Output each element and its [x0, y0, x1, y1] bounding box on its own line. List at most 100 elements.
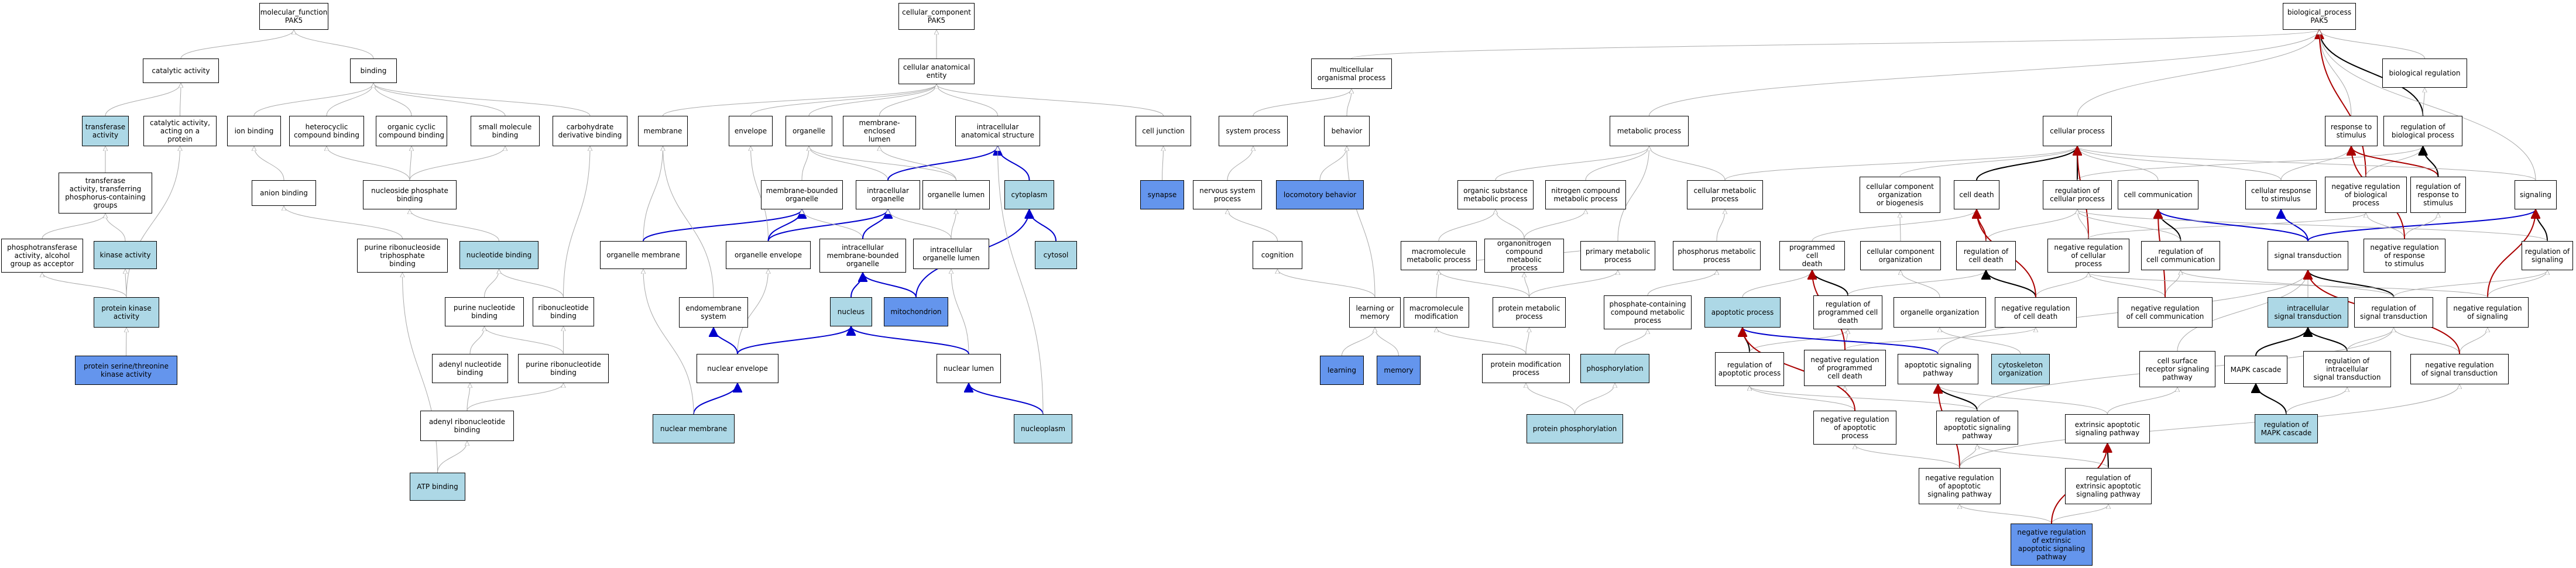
node-cellular-process[interactable]: cellular process	[2043, 116, 2112, 146]
node-cellular-response[interactable]: cellular response to stimulus	[2245, 180, 2317, 209]
node-apoptotic-signaling[interactable]: apoptotic signaling pathway	[1898, 354, 1978, 384]
node-intracellular-signal[interactable]: intracellular signal transduction	[2268, 297, 2348, 328]
node-neg-reg-bio-process[interactable]: negative regulation of biological proces…	[2325, 177, 2407, 213]
node-memory[interactable]: memory	[1377, 356, 1421, 385]
node-biological-process[interactable]: biological_process PAK5	[2283, 3, 2356, 30]
node-neg-reg-programmed-cell-death[interactable]: negative regulation of programmed cell d…	[1804, 350, 1886, 386]
node-biological-regulation[interactable]: biological regulation	[2382, 58, 2467, 88]
node-macromolecule-modification[interactable]: macromolecule modification	[1404, 297, 1469, 328]
node-adenyl-nucleotide[interactable]: adenyl nucleotide binding	[432, 354, 508, 383]
node-ribonucleotide[interactable]: ribonucleotide binding	[533, 297, 594, 326]
node-regulation-cellular-process[interactable]: regulation of cellular process	[2043, 180, 2112, 209]
node-reg-signal-transduction[interactable]: regulation of signal transduction	[2354, 297, 2433, 328]
node-neg-reg-response-stimulus[interactable]: negative regulation of response to stimu…	[2364, 239, 2445, 273]
node-phosphate-containing[interactable]: phosphate-containing compound metabolic …	[1604, 295, 1692, 329]
node-organelle-membrane[interactable]: organelle membrane	[600, 241, 687, 269]
node-neg-reg-extrinsic-apoptotic[interactable]: negative regulation of extrinsic apoptot…	[2011, 524, 2093, 566]
node-intracellular-anatomical[interactable]: intracellular anatomical structure	[955, 116, 1040, 146]
node-organic-cyclic[interactable]: organic cyclic compound binding	[376, 116, 447, 146]
node-response-stimulus[interactable]: response to stimulus	[2325, 116, 2378, 146]
node-phosphotransferase[interactable]: phosphotransferase activity, alcohol gro…	[1, 239, 83, 273]
node-reg-signaling[interactable]: regulation of signaling	[2522, 241, 2573, 270]
node-phosphorus-metabolic[interactable]: phosphorus metabolic process	[1673, 241, 1761, 270]
node-nucleoplasm[interactable]: nucleoplasm	[1014, 414, 1072, 443]
node-purine-nucleotide[interactable]: purine nucleotide binding	[445, 297, 524, 326]
node-nuclear-lumen[interactable]: nuclear lumen	[937, 354, 1001, 383]
node-neg-reg-signal-transduction[interactable]: negative regulation of signal transducti…	[2410, 354, 2509, 384]
node-regulation-bio-process[interactable]: regulation of biological process	[2383, 116, 2462, 146]
node-metabolic-process[interactable]: metabolic process	[1610, 116, 1689, 146]
node-nitrogen-compound[interactable]: nitrogen compound metabolic process	[1545, 180, 1626, 209]
node-organelle[interactable]: organelle	[786, 116, 832, 146]
node-molecular-function[interactable]: molecular_function PAK5	[259, 3, 328, 30]
node-ser-thr-kinase[interactable]: protein serine/threonine kinase activity	[75, 356, 177, 385]
node-catalytic-acting-protein[interactable]: catalytic activity, acting on a protein	[143, 116, 217, 146]
node-signal-transduction[interactable]: signal transduction	[2268, 241, 2348, 270]
node-organelle-lumen[interactable]: organelle lumen	[922, 180, 990, 209]
node-cellular-component[interactable]: cellular_component PAK5	[898, 3, 975, 30]
node-purine-ribonucleoside-tp[interactable]: purine ribonucleoside triphosphate bindi…	[357, 239, 448, 273]
node-neg-reg-apoptotic-signaling[interactable]: negative regulation of apoptotic signali…	[1919, 468, 2001, 504]
node-organelle-organization[interactable]: organelle organization	[1894, 297, 1986, 328]
node-nuclear-membrane[interactable]: nuclear membrane	[653, 414, 735, 443]
node-cognition[interactable]: cognition	[1253, 241, 1302, 269]
node-transferase-activity[interactable]: transferase activity	[82, 116, 129, 146]
node-neg-reg-apoptotic[interactable]: negative regulation of apoptotic process	[1813, 411, 1896, 445]
node-organonitrogen[interactable]: organonitrogen compound metabolic proces…	[1484, 239, 1564, 273]
node-nuclear-envelope[interactable]: nuclear envelope	[697, 354, 778, 383]
node-ion-binding[interactable]: ion binding	[227, 116, 281, 146]
node-macromolecule-metabolic[interactable]: macromolecule metabolic process	[1401, 241, 1477, 270]
node-extrinsic-apoptotic[interactable]: extrinsic apoptotic signaling pathway	[2065, 414, 2150, 443]
node-reg-cell-death[interactable]: regulation of cell death	[1956, 241, 2016, 270]
node-multicellular-process[interactable]: multicellular organismal process	[1311, 58, 1392, 89]
node-nucleus[interactable]: nucleus	[830, 297, 872, 326]
node-protein-phosphorylation[interactable]: protein phosphorylation	[1527, 414, 1623, 443]
node-protein-kinase[interactable]: protein kinase activity	[94, 297, 159, 328]
node-reg-response-stimulus[interactable]: regulation of response to stimulus	[2410, 177, 2466, 213]
node-membrane[interactable]: membrane	[638, 116, 688, 146]
node-cytoplasm[interactable]: cytoplasm	[1004, 180, 1054, 209]
node-behavior[interactable]: behavior	[1324, 116, 1370, 146]
node-intracellular-mb-org[interactable]: intracellular membrane-bounded organelle	[819, 239, 906, 273]
node-small-molecule[interactable]: small molecule binding	[471, 116, 540, 146]
node-reg-apoptotic-signaling[interactable]: regulation of apoptotic signaling pathwa…	[1936, 411, 2018, 445]
node-apoptotic-process[interactable]: apoptotic process	[1704, 297, 1781, 328]
node-catalytic-activity[interactable]: catalytic activity	[143, 58, 219, 83]
node-carbohydrate-deriv[interactable]: carbohydrate derivative binding	[553, 116, 627, 146]
node-cc-organization[interactable]: cellular component organization	[1860, 241, 1941, 270]
node-transferase-phospho[interactable]: transferase activity, transferring phosp…	[59, 173, 152, 214]
node-cc-org-biogenesis[interactable]: cellular component organization or bioge…	[1860, 177, 1940, 213]
node-protein-modification[interactable]: protein modification process	[1482, 354, 1570, 383]
node-kinase-activity[interactable]: kinase activity	[94, 241, 157, 269]
node-cell-communication[interactable]: cell communication	[2118, 180, 2198, 209]
node-endomembrane[interactable]: endomembrane system	[679, 297, 748, 328]
node-organic-substance[interactable]: organic substance metabolic process	[1457, 180, 1534, 209]
node-cytosol[interactable]: cytosol	[1035, 241, 1077, 269]
node-intracellular-org-lumen[interactable]: intracellular organelle lumen	[913, 239, 989, 269]
node-cell-surface-receptor[interactable]: cell surface receptor signaling pathway	[2139, 351, 2215, 387]
node-nucleotide-binding[interactable]: nucleotide binding	[459, 241, 538, 269]
node-mapk-cascade[interactable]: MAPK cascade	[2224, 356, 2287, 384]
node-learning[interactable]: learning	[1320, 356, 1364, 385]
node-neg-reg-cell-communication[interactable]: negative regulation of cell communicatio…	[2118, 297, 2213, 328]
node-cell-junction[interactable]: cell junction	[1136, 116, 1191, 146]
node-cellular-metabolic[interactable]: cellular metabolic process	[1687, 180, 1763, 209]
node-signaling[interactable]: signaling	[2515, 180, 2557, 209]
node-binding[interactable]: binding	[350, 58, 397, 83]
node-membrane-enclosed-lumen[interactable]: membrane-enclosed lumen	[843, 116, 916, 146]
node-envelope[interactable]: envelope	[729, 116, 773, 146]
node-neg-reg-cell-death[interactable]: negative regulation of cell death	[1995, 297, 2077, 328]
node-primary-metabolic[interactable]: primary metabolic process	[1580, 241, 1655, 270]
node-atp-binding[interactable]: ATP binding	[410, 473, 465, 501]
node-cytoskeleton-organization[interactable]: cytoskeleton organization	[1991, 354, 2050, 384]
node-reg-extrinsic-apoptotic[interactable]: regulation of extrinsic apoptotic signal…	[2065, 468, 2152, 504]
node-programmed-cell-death[interactable]: programmed cell death	[1779, 241, 1845, 270]
node-reg-intracellular-signal[interactable]: regulation of intracellular signal trans…	[2303, 351, 2391, 387]
node-phosphorylation[interactable]: phosphorylation	[1580, 354, 1649, 383]
node-locomotory-behavior[interactable]: locomotory behavior	[1276, 180, 1364, 209]
node-system-process[interactable]: system process	[1219, 116, 1288, 146]
node-nervous-system[interactable]: nervous system process	[1193, 180, 1262, 209]
node-synapse[interactable]: synapse	[1140, 180, 1184, 209]
node-anion-binding[interactable]: anion binding	[252, 180, 316, 206]
node-reg-cell-communication[interactable]: regulation of cell communication	[2141, 241, 2220, 270]
